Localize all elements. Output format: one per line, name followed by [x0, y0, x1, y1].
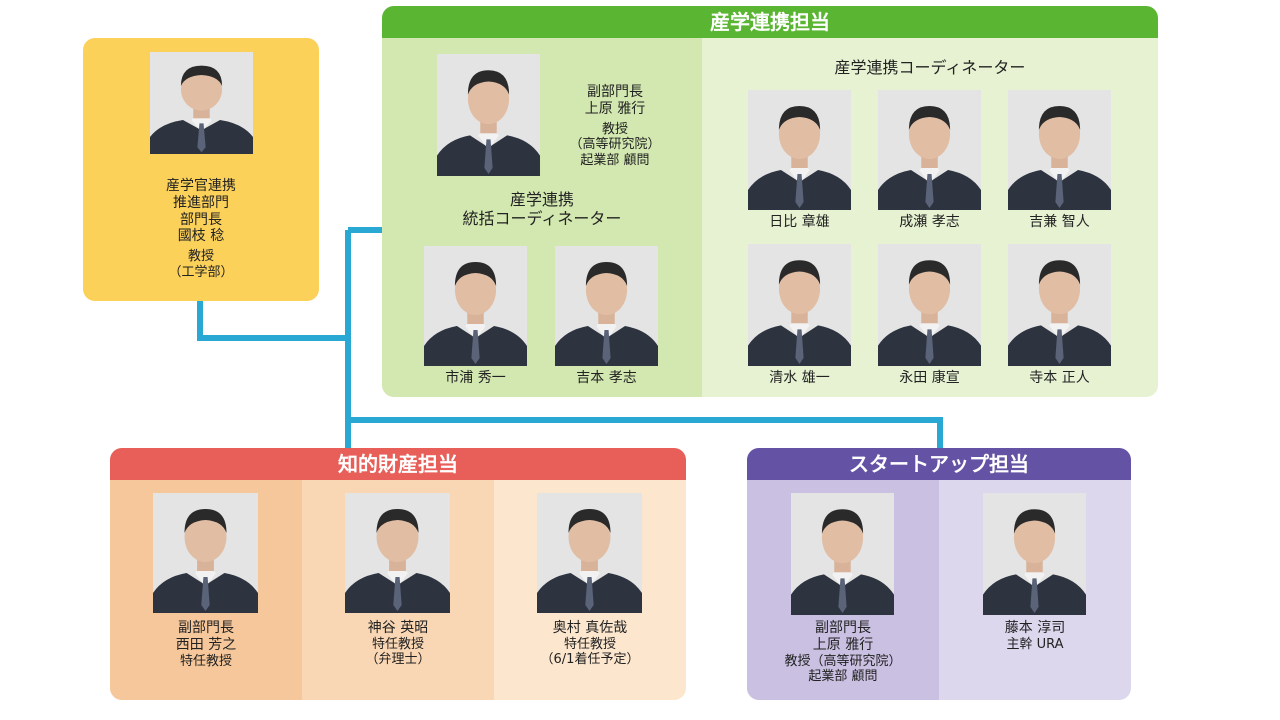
startup-member-name: 藤本 淳司 — [1004, 620, 1066, 636]
startup-member-photo — [983, 493, 1086, 615]
ip-panel: 知的財産担当 副部門長 西田 芳之 特任教授 神谷 英昭 特任教授 （弁理士） … — [110, 448, 686, 700]
collab-vice-photo — [437, 54, 540, 176]
coordinator-name: 成瀬 孝志 — [899, 214, 960, 230]
coordinator-photo — [748, 90, 851, 210]
ip-member-title: 副部門長 — [178, 620, 234, 636]
collab-vice-role: 教授 — [601, 121, 628, 137]
coordinator-photo — [748, 244, 851, 366]
general-coordinator-photo — [424, 246, 527, 366]
ip-member-photo — [537, 493, 642, 613]
general-coordinator-photo — [555, 246, 658, 366]
director-title-line: 推進部門 — [173, 194, 229, 211]
general-coordinator-name: 市浦 秀一 — [445, 370, 506, 386]
collab-vice-role: （高等研究院） — [569, 137, 661, 153]
director-title-line: 部門長 — [180, 211, 222, 228]
collab-vice-title: 副部門長 — [587, 84, 643, 100]
coordinator-photo — [1008, 90, 1111, 210]
director-title-line: 産学官連携 — [166, 178, 236, 194]
director-name: 國枝 稔 — [177, 228, 225, 245]
director-panel: 産学官連携 推進部門 部門長 國枝 稔 教授 （工学部） — [83, 38, 319, 301]
ip-member-photo — [153, 493, 258, 613]
collab-vice-role: 起業部 顧問 — [580, 152, 650, 168]
ip-member-role: （弁理士） — [365, 652, 431, 668]
ip-member-name: 神谷 英昭 — [367, 620, 429, 636]
startup-panel: スタートアップ担当 副部門長 上原 雅行 教授（高等研究院） 起業部 顧問 藤本… — [747, 448, 1131, 700]
general-coordinator-title: 統括コーディネーター — [462, 209, 622, 229]
startup-member-title: 副部門長 — [815, 620, 871, 636]
collab-panel: 産学連携担当 副部門長 上原 雅行 教授 （高等研究院） 起業部 顧問 産学連携… — [382, 6, 1158, 397]
startup-member-role: 起業部 顧問 — [808, 669, 878, 685]
coordinator-name: 吉兼 智人 — [1029, 214, 1090, 230]
director-role: 教授 — [187, 249, 214, 265]
ip-member-photo — [345, 493, 450, 613]
director-photo — [150, 52, 253, 154]
coordinator-photo — [878, 244, 981, 366]
collab-header: 産学連携担当 — [382, 6, 1158, 38]
coordinator-title: 産学連携コーディネーター — [834, 58, 1026, 77]
coordinator-name: 日比 章雄 — [769, 214, 830, 230]
director-role: （工学部） — [168, 264, 234, 280]
startup-member-name: 上原 雅行 — [812, 636, 874, 653]
startup-member-role: 教授（高等研究院） — [784, 653, 902, 669]
collab-vice-name: 上原 雅行 — [584, 100, 646, 117]
coordinator-name: 永田 康宣 — [899, 370, 960, 386]
ip-member-name: 西田 芳之 — [175, 636, 237, 653]
startup-header: スタートアップ担当 — [747, 448, 1131, 480]
ip-member-role: 特任教授 — [371, 636, 424, 652]
coordinator-photo — [1008, 244, 1111, 366]
startup-member-role: 主幹 URA — [1006, 636, 1064, 652]
general-coordinator-name: 吉本 孝志 — [576, 370, 637, 386]
general-coordinator-title: 産学連携 — [509, 190, 574, 209]
coordinator-name: 清水 雄一 — [769, 370, 830, 386]
ip-header: 知的財産担当 — [110, 448, 686, 480]
ip-member-role: 特任教授 — [179, 653, 232, 669]
ip-member-role: （6/1着任予定） — [540, 652, 640, 668]
coordinator-photo — [878, 90, 981, 210]
ip-member-name: 奥村 真佐哉 — [552, 620, 628, 636]
coordinator-name: 寺本 正人 — [1029, 370, 1090, 386]
ip-member-role: 特任教授 — [563, 636, 616, 652]
startup-member-photo — [791, 493, 894, 615]
